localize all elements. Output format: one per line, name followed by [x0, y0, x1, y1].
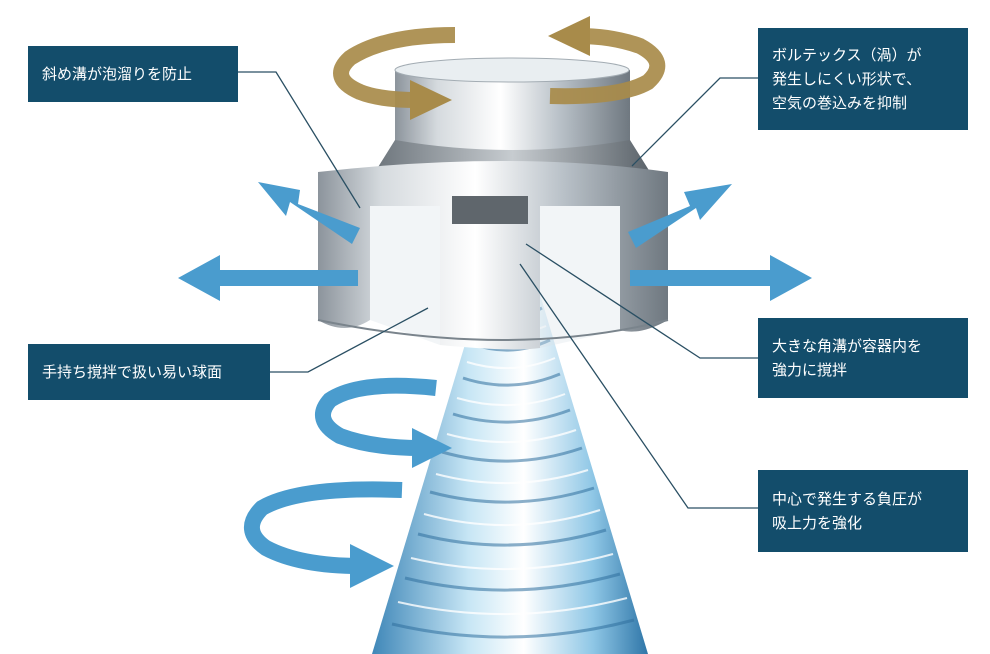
callout-line: 空気の巻込みを抑制	[772, 94, 908, 112]
callout-line: 大きな角溝が容器内を	[772, 337, 923, 355]
rotation-arrow-top	[333, 27, 666, 108]
rotation-arrowhead-right	[548, 16, 590, 56]
callout-line: 斜め溝が泡溜りを防止	[42, 65, 193, 83]
callout-diagonal-groove: 斜め溝が泡溜りを防止	[28, 46, 238, 102]
callout-spherical-face: 手持ち撹拌で扱い易い球面	[28, 344, 270, 400]
callout-vortex: ボルテックス（渦）が 発生しにくい形状で、 空気の巻込みを抑制	[758, 28, 968, 130]
callout-line: 強力に撹拌	[772, 361, 848, 379]
flow-arrow-right	[630, 255, 812, 301]
callout-line: 吸上力を強化	[772, 514, 863, 532]
callout-line: 中心で発生する負圧が	[772, 490, 923, 508]
flow-arrows	[178, 182, 812, 588]
leader-lines	[238, 71, 758, 509]
flow-arrow-left	[178, 255, 358, 301]
flow-arrow-upper-right	[628, 184, 732, 248]
flow-arrow-upper-left	[258, 182, 360, 244]
rotation-arrowhead-left	[410, 80, 452, 120]
callout-line: ボルテックス（渦）が	[772, 46, 922, 64]
callout-large-groove: 大きな角溝が容器内を 強力に撹拌	[758, 318, 968, 398]
swirl-arrow-lower	[244, 481, 403, 574]
callout-negative-pressure: 中心で発生する負圧が 吸上力を強化	[758, 470, 968, 552]
swirl-arrow-middle	[315, 377, 437, 456]
callout-line: 手持ち撹拌で扱い易い球面	[42, 363, 223, 381]
callout-line: 発生しにくい形状で、	[772, 70, 922, 88]
